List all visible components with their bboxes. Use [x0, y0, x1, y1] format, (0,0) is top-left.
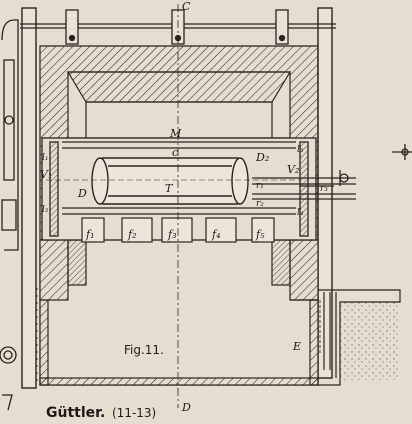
label-r1: r₁	[256, 181, 264, 191]
caption-ref: (11-13)	[112, 406, 156, 420]
label-E: E	[292, 340, 301, 353]
figure-label: Fig.11.	[124, 343, 164, 357]
right-base	[290, 289, 401, 386]
ground-fill-right	[340, 300, 400, 380]
frame-posts	[21, 7, 333, 389]
label-r3: r₃	[320, 184, 328, 194]
label-l3: l₃	[297, 145, 304, 155]
left-machine-fragment	[0, 19, 19, 411]
label-c: c	[172, 146, 178, 159]
caption-name: Güttler.	[46, 405, 105, 421]
label-f3: f₃	[167, 228, 176, 241]
label-T: T	[165, 182, 174, 195]
crucible-tube	[91, 157, 249, 205]
label-f4: f₄	[211, 228, 220, 241]
top-rail	[20, 9, 336, 45]
label-C: C	[182, 0, 191, 13]
label-D-bottom: D	[181, 401, 191, 414]
label-r2: r₂	[256, 199, 264, 209]
label-V2: V₂	[287, 163, 299, 176]
label-D-left: D	[77, 187, 87, 200]
label-D2: D₂	[255, 151, 269, 164]
lower-pillars	[39, 239, 319, 386]
heating-blocks	[81, 217, 275, 243]
label-l1: l₁	[42, 153, 49, 163]
label-l2: l₂	[42, 205, 49, 215]
label-l4: l₄	[297, 208, 304, 218]
right-fitting	[392, 144, 412, 160]
label-f1: f₁	[85, 228, 94, 241]
label-f2: f₂	[127, 228, 136, 241]
label-M: M	[169, 127, 182, 140]
label-f5: f₅	[255, 228, 265, 241]
rods	[252, 170, 356, 200]
upper-vault	[66, 71, 292, 103]
label-V1: V₁	[40, 168, 52, 181]
